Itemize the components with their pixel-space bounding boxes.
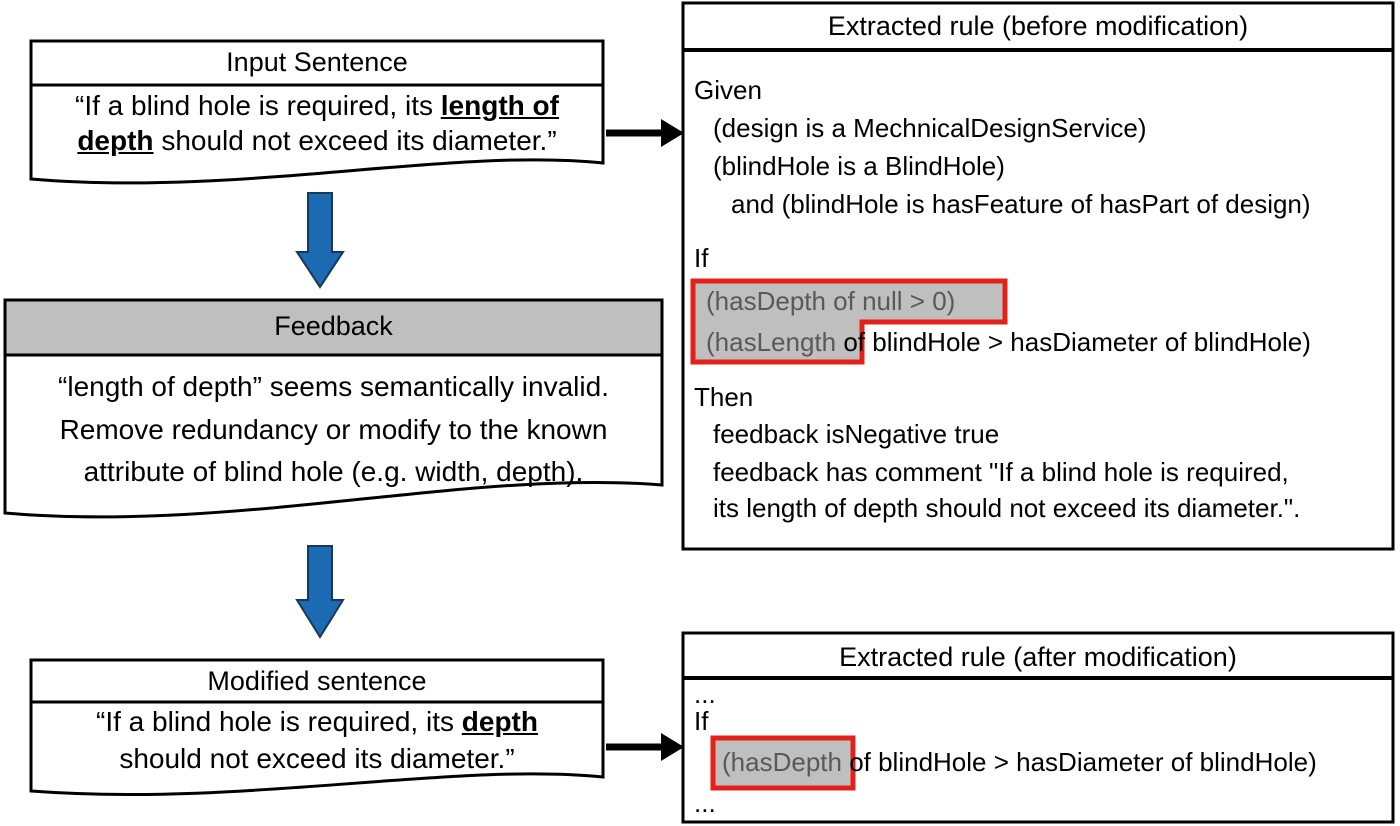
down-arrow-icon bbox=[295, 192, 345, 289]
rule-after-if-highlight: (hasDepth bbox=[722, 747, 842, 777]
input-line1-emphasis: length of bbox=[440, 90, 559, 121]
rule-before-if-cond1: (hasDepth of null > 0) bbox=[706, 286, 956, 316]
rule-before-if-cond2-rest: of blindHole > hasDiameter of blindHole) bbox=[836, 327, 1311, 357]
feedback-line3: attribute of blind hole (e.g. width, dep… bbox=[83, 456, 584, 487]
input-line1-text: “If a blind hole is required, its bbox=[75, 90, 441, 121]
input-line2-emphasis: depth bbox=[77, 125, 154, 156]
highlight-l-shape bbox=[690, 278, 1008, 365]
modified-sentence-line1: “If a blind hole is required, its depth bbox=[31, 706, 603, 738]
rule-before-given-label: Given bbox=[694, 75, 762, 105]
rule-before-then-2: feedback has comment "If a blind hole is… bbox=[713, 457, 1289, 487]
feedback-line2: Remove redundancy or modify to the known bbox=[59, 414, 608, 445]
modified-line1-text: “If a blind hole is required, its bbox=[96, 706, 462, 737]
rule-before-then-label: Then bbox=[694, 382, 754, 412]
rule-after-ellipsis-bottom: ... bbox=[694, 788, 716, 818]
rule-before-panel bbox=[681, 1, 1395, 551]
rule-before-then-1: feedback isNegative true bbox=[713, 419, 1000, 449]
rule-after-title: Extracted rule (after modification) bbox=[839, 642, 1237, 672]
rule-after-if-rest: of blindHole > hasDiameter of blindHole) bbox=[841, 747, 1317, 777]
rule-before-title: Extracted rule (before modification) bbox=[827, 11, 1249, 41]
input-sentence-title: Input Sentence bbox=[226, 47, 408, 77]
rule-before-given-1: (design is a MechnicalDesignService) bbox=[713, 113, 1147, 143]
modified-line1-emphasis: depth bbox=[461, 706, 538, 737]
modified-sentence-line2: should not exceed its diameter.” bbox=[119, 743, 515, 774]
highlight-rect bbox=[710, 735, 856, 791]
rule-before-then-3: its length of depth should not exceed it… bbox=[713, 493, 1301, 523]
feedback-line1: “length of depth” seems semantically inv… bbox=[58, 371, 609, 402]
right-arrow-icon bbox=[606, 733, 684, 761]
input-line2-text: should not exceed its diameter.” bbox=[153, 125, 557, 156]
rule-after-if-line: (hasDepth of blindHole > hasDiameter of … bbox=[722, 747, 1317, 778]
right-arrow-icon bbox=[606, 119, 684, 147]
rule-before-if-cond2: (hasLength of blindHole > hasDiameter of… bbox=[706, 327, 1311, 358]
input-sentence-line2: depth should not exceed its diameter.” bbox=[31, 125, 603, 157]
rule-before-given-2: (blindHole is a BlindHole) bbox=[713, 151, 1005, 181]
feedback-header-band bbox=[3, 298, 664, 357]
feedback-title: Feedback bbox=[274, 311, 393, 341]
rule-after-if-label: If bbox=[694, 706, 709, 736]
input-sentence-box bbox=[29, 39, 605, 185]
rule-before-given-3: and (blindHole is hasFeature of hasPart … bbox=[731, 189, 1311, 219]
modified-sentence-title: Modified sentence bbox=[207, 666, 427, 696]
down-arrow-icon bbox=[295, 545, 345, 639]
rule-before-if-cond2-highlight: (hasLength bbox=[706, 327, 837, 357]
rule-before-if-label: If bbox=[694, 243, 709, 273]
input-sentence-line1: “If a blind hole is required, its length… bbox=[31, 90, 603, 122]
modified-sentence-box bbox=[29, 658, 605, 796]
rule-after-ellipsis-top: ... bbox=[694, 679, 716, 709]
